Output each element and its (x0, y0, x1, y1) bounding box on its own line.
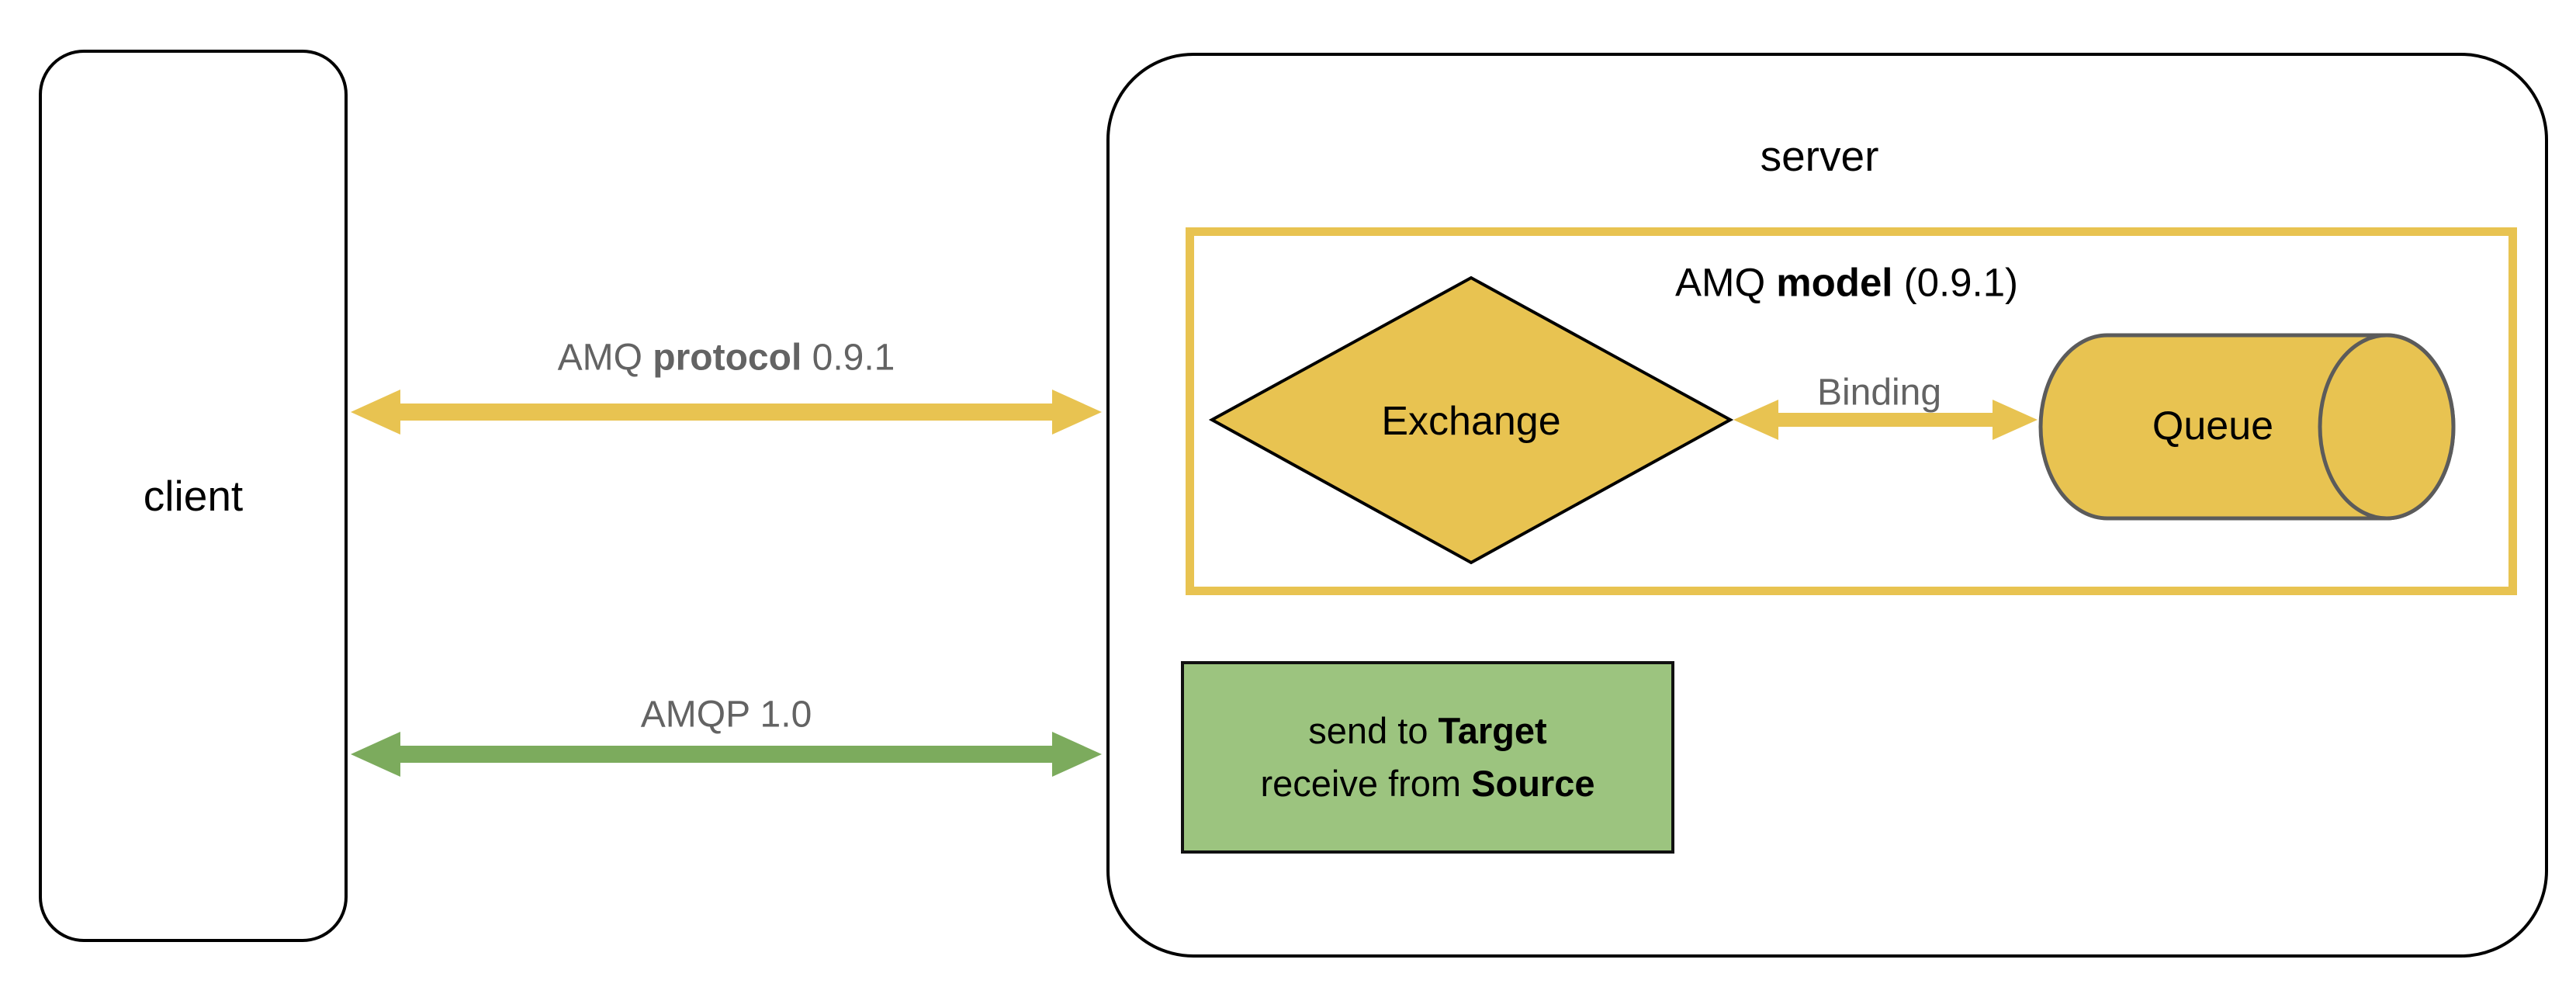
amq-protocol-arrow (351, 390, 1102, 435)
amq-protocol-bold: protocol (653, 337, 802, 379)
exchange-label: Exchange (1381, 399, 1561, 444)
link-box-line1-bold: Target (1438, 709, 1547, 751)
queue-cylinder-cap (2318, 333, 2456, 521)
client-box (39, 50, 348, 942)
link-box-line2: receive from Source (1261, 757, 1595, 810)
amq-model-label: AMQ model (0.9.1) (1675, 260, 2018, 306)
amq-model-suffix: (0.9.1) (1892, 260, 2019, 305)
amq-protocol-suffix: 0.9.1 (802, 337, 895, 379)
binding-label: Binding (1816, 372, 1942, 414)
amq-model-rect (1186, 227, 2517, 595)
link-box-line2-prefix: receive from (1260, 763, 1472, 804)
binding-arrow (1733, 400, 2038, 440)
amqp-10-arrow (351, 732, 1102, 777)
amq-protocol-label: AMQ protocol 0.9.1 (558, 337, 895, 379)
queue-label: Queue (2152, 404, 2274, 449)
link-box: send to Target receive from Source (1181, 661, 1674, 854)
amq-model-prefix: AMQ (1674, 260, 1777, 305)
link-box-line1-prefix: send to (1308, 709, 1439, 751)
amq-model-bold: model (1776, 260, 1893, 305)
amq-protocol-prefix: AMQ (557, 337, 653, 379)
client-label: client (143, 472, 244, 520)
amqp-10-label: AMQP 1.0 (640, 694, 812, 736)
link-box-line2-bold: Source (1471, 763, 1595, 804)
exchange-diamond (1208, 275, 1734, 565)
server-label: server (1760, 132, 1879, 180)
link-box-line1: send to Target (1308, 705, 1546, 757)
